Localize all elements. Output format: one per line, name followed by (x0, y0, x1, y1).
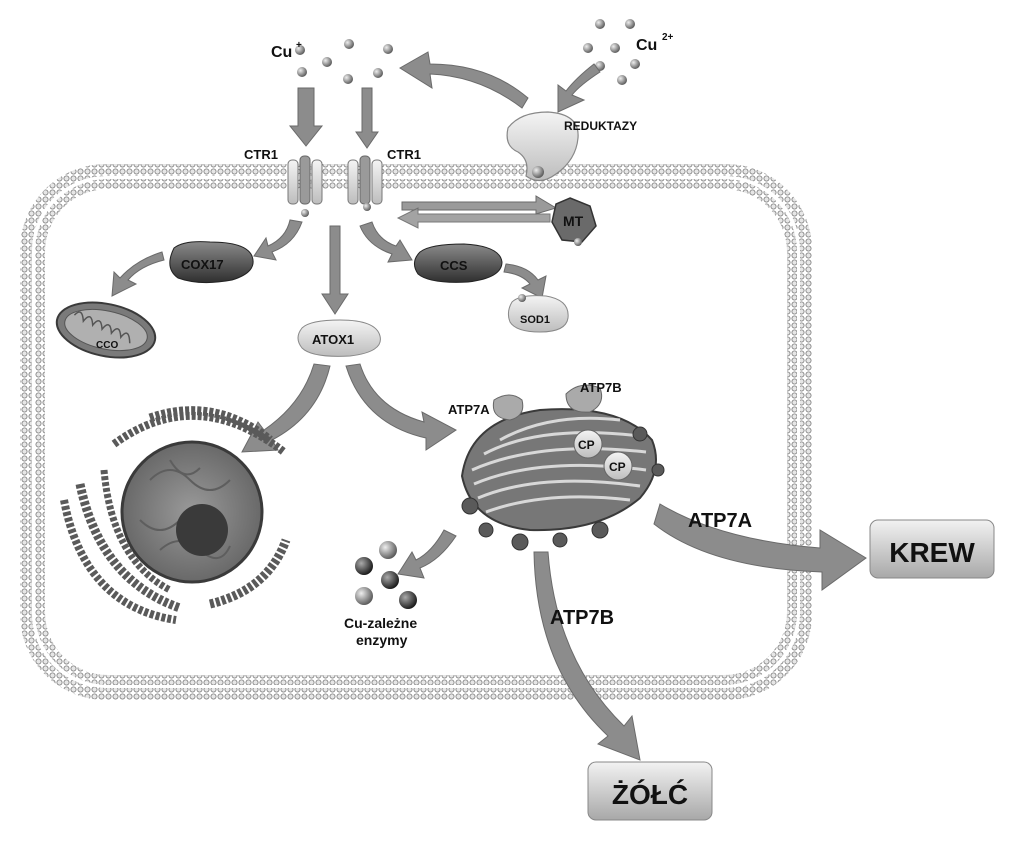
sod1-protein (507, 294, 569, 333)
ccs-protein (414, 243, 503, 283)
atp7b-arrow-label: ATP7B (550, 607, 614, 629)
arrow-cu2-to-reductase (557, 63, 601, 113)
arrow-golgi-to-enzymes (397, 529, 457, 579)
arrow-to-sod1 (503, 263, 547, 299)
atp7b-golgi-label: ATP7B (580, 380, 622, 395)
metallothionein (551, 197, 597, 246)
arrow-atox1-to-nucleus (241, 363, 331, 453)
sod1-label: SOD1 (520, 314, 550, 326)
cox17-protein (169, 241, 254, 284)
golgi-apparatus (460, 384, 665, 551)
krew-label: KREW (889, 537, 975, 568)
cu-plus-label: Cu (271, 44, 292, 61)
cu-2plus-superscript: 2+ (662, 32, 674, 43)
cell-membrane (20, 164, 812, 700)
arrow-to-cox17 (253, 219, 303, 261)
atp7a-arrow-label: ATP7A (688, 510, 752, 532)
arrow-into-ctr1-right (355, 87, 379, 149)
arrow-atox1-to-golgi (345, 363, 457, 451)
ctr1-right-label: CTR1 (387, 147, 421, 162)
ccs-label: CCS (440, 258, 468, 273)
enzymes-label-line1: Cu-zależne (344, 615, 417, 631)
ctr1-transporter-right (347, 155, 383, 211)
zolc-label: ŻÓŁĆ (612, 779, 688, 810)
arrows-ctr1-mt (396, 195, 558, 229)
arrow-into-ctr1-left (288, 87, 324, 147)
cu-plus-ions (295, 39, 393, 84)
cu-2plus-ions (583, 19, 640, 85)
ctr1-left-label: CTR1 (244, 147, 278, 162)
arrow-reductase-to-cu-plus (399, 51, 529, 109)
cco-label: CCO (96, 340, 118, 351)
cp-label-2: CP (609, 460, 626, 474)
arrow-to-mitochondrion (111, 251, 165, 297)
mitochondrion (55, 301, 157, 359)
arrow-golgi-to-zolc (533, 551, 641, 761)
cu-dependent-enzymes (355, 541, 417, 609)
mt-label: MT (563, 213, 584, 229)
atox1-label: ATOX1 (312, 332, 354, 347)
arrow-to-atox1 (321, 225, 349, 315)
atp7a-golgi-label: ATP7A (448, 402, 490, 417)
cp-label-1: CP (578, 438, 595, 452)
reductase-protein (506, 111, 579, 182)
enzymes-label-line2: enzymy (356, 632, 408, 648)
reductase-label: REDUKTAZY (564, 119, 637, 133)
ctr1-transporter-left (287, 155, 323, 217)
atox1-protein (297, 319, 381, 357)
zolc-box (587, 761, 713, 821)
krew-box (869, 519, 995, 579)
cox17-label: COX17 (181, 257, 224, 272)
arrow-to-ccs (359, 221, 413, 263)
nucleus-with-er (60, 406, 291, 624)
cu-plus-superscript: + (296, 40, 302, 51)
arrow-golgi-to-krew (653, 503, 867, 591)
cu-2plus-label: Cu (636, 37, 657, 54)
